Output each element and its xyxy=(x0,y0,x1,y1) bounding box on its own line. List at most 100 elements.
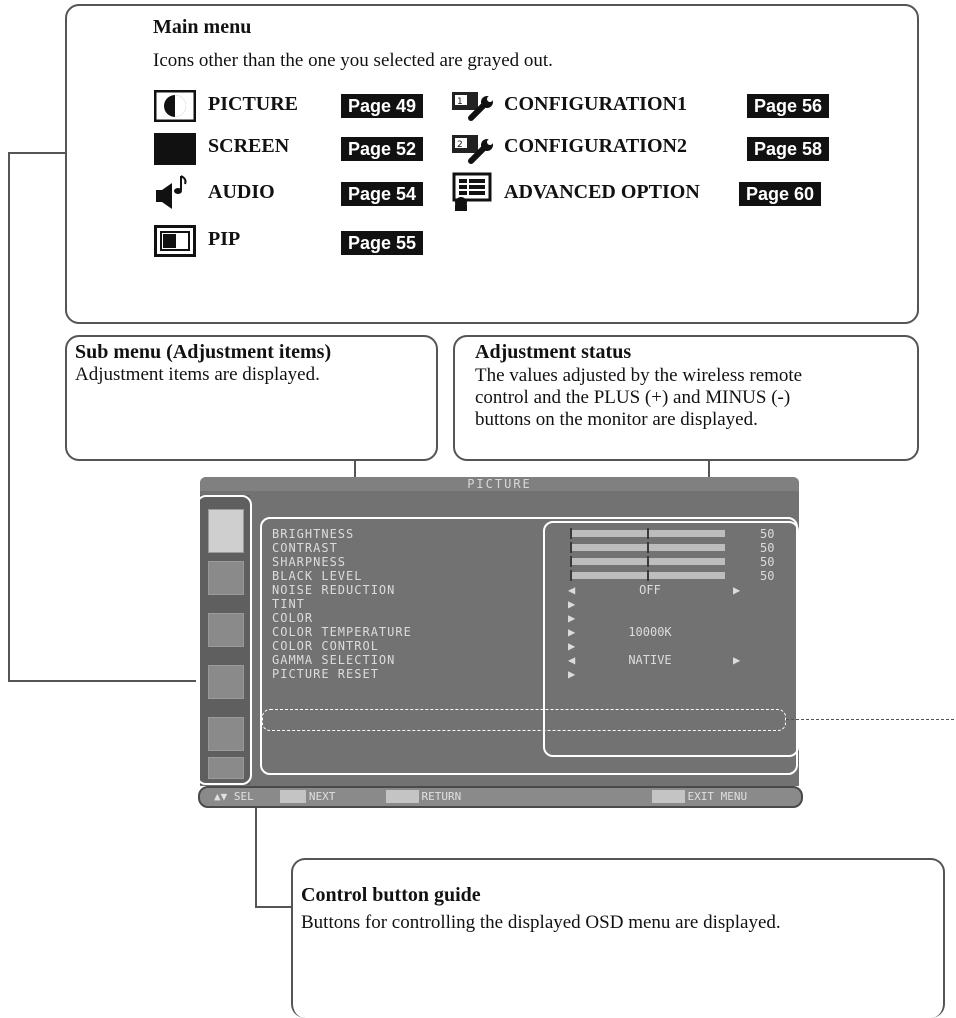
menu-screen-label: SCREEN xyxy=(208,135,290,157)
osd-audio-icon[interactable] xyxy=(208,613,244,647)
status-tint: ▶ xyxy=(550,597,790,611)
black-level-slider[interactable] xyxy=(570,570,725,581)
main-menu-desc: Icons other than the one you selected ar… xyxy=(153,50,553,71)
osd-status-column: 50 50 50 50 ◀ OFF ▶ ▶ ▶ ▶ 10000K ▶ ◀ NATIVE ▶… xyxy=(550,527,790,681)
status-outline xyxy=(543,521,799,757)
menu-picture-label: PICTURE xyxy=(208,93,299,115)
status-gamma-selection: ◀ NATIVE ▶ xyxy=(550,653,790,667)
control-guide-desc: Buttons for controlling the displayed OS… xyxy=(301,912,781,933)
adjustment-status-desc: The values adjusted by the wireless remo… xyxy=(475,365,803,430)
menu-audio-label: AUDIO xyxy=(208,181,275,203)
brightness-slider[interactable] xyxy=(570,528,725,539)
connector-main-vertical xyxy=(8,152,10,682)
color-temperature-value: 10000K xyxy=(628,625,672,639)
osd-item-picture-reset[interactable]: PICTURE RESET xyxy=(272,667,379,681)
connector-guide-horizontal xyxy=(255,906,293,908)
main-menu-box: Main menu Icons other than the one you s… xyxy=(65,4,919,324)
status-color-control: ▶ xyxy=(550,639,790,653)
osd-menu-list: BRIGHTNESS CONTRAST SHARPNESS BLACK LEVE… xyxy=(272,527,412,681)
black-level-value: 50 xyxy=(760,569,775,583)
guide-sel: ▲▼ SEL xyxy=(214,790,254,803)
sub-menu-title: Sub menu (Adjustment items) xyxy=(75,341,332,363)
osd-item-color-control[interactable]: COLOR CONTROL xyxy=(272,639,379,653)
right-arrow-icon[interactable]: ▶ xyxy=(568,639,576,653)
side-icons-outline xyxy=(196,495,252,785)
osd-item-sharpness[interactable]: SHARPNESS xyxy=(272,555,347,569)
status-brightness: 50 xyxy=(550,527,790,541)
guide-return-label: RETURN xyxy=(421,790,462,803)
osd-item-color[interactable]: COLOR xyxy=(272,611,314,625)
osd-item-noise-reduction[interactable]: NOISE REDUCTION xyxy=(272,583,396,597)
guide-exit-label: EXIT MENU xyxy=(687,790,748,803)
menu-config1-page: Page 56 xyxy=(747,94,830,118)
menu-picture-page: Page 49 xyxy=(341,94,424,118)
guide-sel-label: SEL xyxy=(233,790,254,803)
menu-screen-page: Page 52 xyxy=(341,137,424,161)
osd-item-tint[interactable]: TINT xyxy=(272,597,305,611)
connector-main-bottom xyxy=(8,680,196,682)
connector-guide-vertical xyxy=(255,808,257,908)
osd-item-contrast[interactable]: CONTRAST xyxy=(272,541,338,555)
guide-next-label: NEXT xyxy=(308,790,336,803)
status-color-temperature: ▶ 10000K xyxy=(550,625,790,639)
osd-title: PICTURE xyxy=(200,477,799,491)
config2-icon: 2 xyxy=(452,135,493,164)
right-arrow-icon[interactable]: ▶ xyxy=(733,653,741,667)
status-noise-reduction: ◀ OFF ▶ xyxy=(550,583,790,597)
picture-reset-dashed-outline xyxy=(262,709,786,731)
osd-item-black-level[interactable]: BLACK LEVEL xyxy=(272,569,363,583)
advanced-option-icon xyxy=(452,172,492,211)
gamma-selection-value: NATIVE xyxy=(628,653,672,667)
osd-pip-icon[interactable] xyxy=(208,665,244,699)
osd-item-brightness[interactable]: BRIGHTNESS xyxy=(272,527,355,541)
menu-audio-page: Page 54 xyxy=(341,182,424,206)
right-arrow-icon[interactable]: ▶ xyxy=(568,597,576,611)
osd-config1-icon[interactable] xyxy=(208,717,244,751)
menu-advanced-option-label: ADVANCED OPTION xyxy=(504,181,700,203)
right-arrow-icon[interactable]: ▶ xyxy=(568,625,576,639)
menu-advanced-option-page: Page 60 xyxy=(739,182,822,206)
osd-screen: PICTURE BRIGHTNESS CONTRAST SHARPNESS BL… xyxy=(196,477,799,786)
sub-menu-desc: Adjustment items are displayed. xyxy=(75,364,320,385)
main-menu-title: Main menu xyxy=(153,16,252,38)
menu-pip-page: Page 55 xyxy=(341,231,424,255)
right-arrow-icon[interactable]: ▶ xyxy=(733,583,741,597)
right-arrow-icon[interactable]: ▶ xyxy=(568,667,576,681)
left-arrow-icon[interactable]: ◀ xyxy=(568,653,576,667)
screen-icon xyxy=(154,133,196,165)
status-black-level: 50 xyxy=(550,569,790,583)
left-arrow-icon[interactable]: ◀ xyxy=(568,583,576,597)
noise-reduction-value: OFF xyxy=(639,583,661,597)
sharpness-slider[interactable] xyxy=(570,556,725,567)
control-guide-box: Control button guide Buttons for control… xyxy=(291,858,945,1018)
picture-icon xyxy=(154,90,196,122)
contrast-slider[interactable] xyxy=(570,542,725,553)
picture-reset-leader xyxy=(786,719,954,720)
osd-config2-icon[interactable] xyxy=(208,757,244,779)
right-arrow-icon[interactable]: ▶ xyxy=(568,611,576,625)
sharpness-value: 50 xyxy=(760,555,775,569)
sub-menu-box: Sub menu (Adjustment items) Adjustment i… xyxy=(65,335,438,461)
config1-icon: 1 xyxy=(452,92,493,121)
audio-icon xyxy=(156,175,187,209)
control-guide-title: Control button guide xyxy=(301,884,481,906)
osd-side-icons xyxy=(200,495,250,785)
status-contrast: 50 xyxy=(550,541,790,555)
status-color: ▶ xyxy=(550,611,790,625)
pip-icon xyxy=(154,225,196,257)
osd-screen-icon[interactable] xyxy=(208,561,244,595)
svg-text:1: 1 xyxy=(457,97,463,107)
osd-item-color-temperature[interactable]: COLOR TEMPERATURE xyxy=(272,625,412,639)
osd-picture-icon[interactable] xyxy=(208,509,244,553)
osd-item-gamma-selection[interactable]: GAMMA SELECTION xyxy=(272,653,396,667)
menu-pip-label: PIP xyxy=(208,228,241,250)
svg-text:2: 2 xyxy=(457,140,463,150)
status-picture-reset: ▶ xyxy=(550,667,790,681)
adjustment-status-title: Adjustment status xyxy=(475,341,632,363)
contrast-value: 50 xyxy=(760,541,775,555)
status-sharpness: 50 xyxy=(550,555,790,569)
